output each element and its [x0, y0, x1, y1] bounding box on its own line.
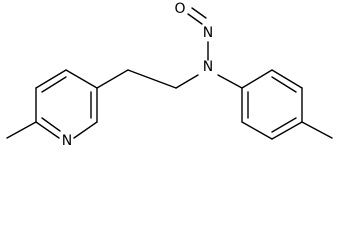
atom-label-nitroso-n: N [203, 25, 213, 41]
bond-tolyl-double-bottom-right [271, 117, 297, 133]
bond-ring-top-right [65, 69, 98, 89]
bond-ring-double-top-left [41, 76, 67, 93]
bond-tolyl-methyl [301, 121, 333, 139]
bond-tolyl-top-right [271, 69, 303, 89]
bond-nitroso-n-o-2 [191, 7, 207, 19]
bond-tolyl-double-top-right [271, 76, 297, 93]
tolyl-ring [241, 69, 303, 140]
bond-ring-to-ch2 [96, 69, 129, 89]
bond-ring-top-left [35, 69, 67, 89]
atom-label-amine-n: N [203, 59, 213, 75]
bond-amine-to-aryl [217, 74, 243, 89]
bond-tolyl-bottom-right [271, 121, 303, 140]
bond-ring-double-bottom-left [41, 117, 61, 132]
bond-pyridine-methyl [6, 121, 37, 139]
nitroso-group [187, 7, 209, 61]
bond-ch2-to-amine [175, 74, 199, 89]
bond-ch2-ch2 [127, 69, 177, 89]
bond-tolyl-bottom-left [241, 121, 273, 140]
bond-nitroso-n-o-1 [187, 13, 203, 25]
bond-tolyl-top-left [241, 69, 273, 89]
bond-ring-bottom-left [35, 121, 60, 139]
bond-ring-bottom-right [73, 121, 98, 139]
chemical-structure-diagram: N N N O [6, 1, 333, 149]
atom-label-nitroso-o: O [174, 1, 185, 17]
atom-label-pyridine-n: N [62, 133, 72, 149]
pyridine-ring [35, 69, 98, 139]
ethyl-linker [96, 69, 199, 89]
